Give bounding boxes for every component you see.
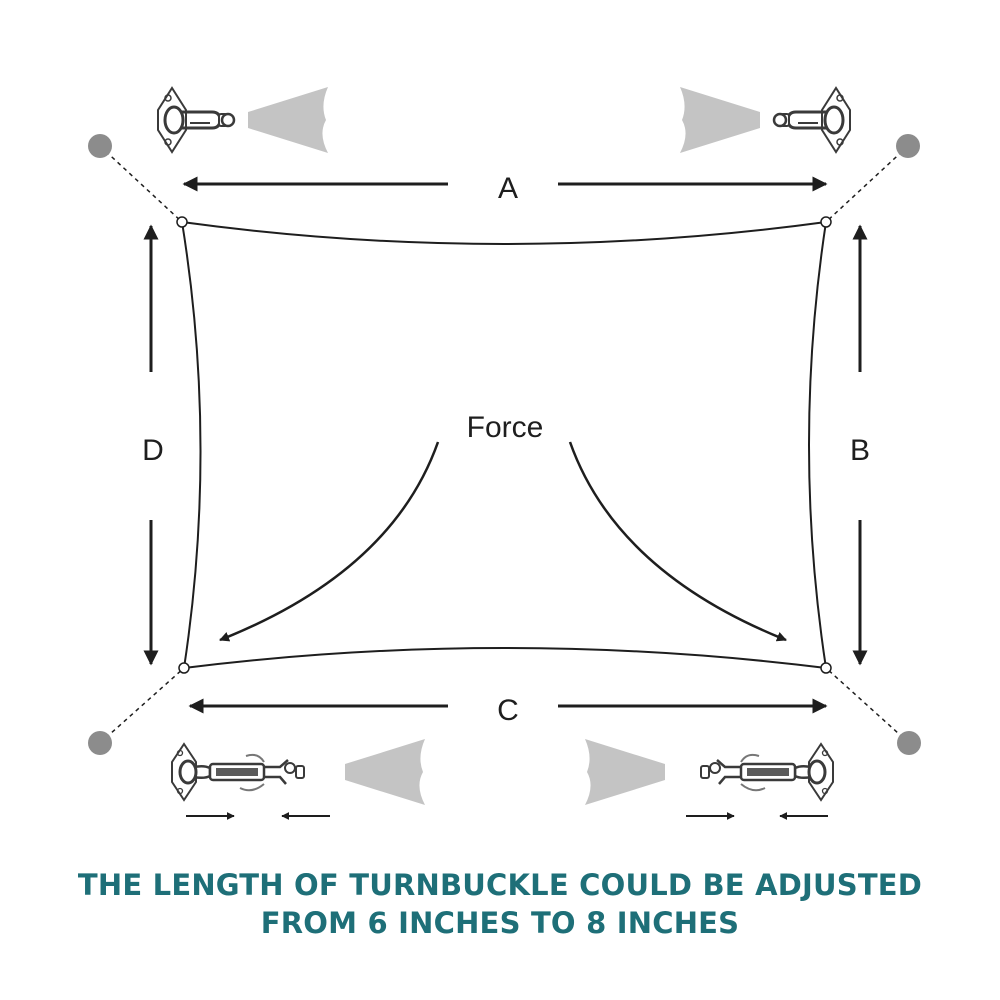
post-dot-icon <box>88 731 112 755</box>
sail-outline <box>180 220 828 670</box>
force-arrows <box>219 441 787 642</box>
fabric-tail <box>345 739 425 805</box>
force-label: Force <box>467 411 544 444</box>
side-label-a: A <box>498 172 518 205</box>
post-dot-icon <box>88 134 112 158</box>
fabric-tail <box>680 87 760 153</box>
side-label-d: D <box>142 434 164 467</box>
post-dot-icon <box>896 134 920 158</box>
pad-eye-turnbuckle-icon <box>699 742 835 802</box>
side-label-c: C <box>497 694 519 727</box>
dimension-arrows <box>143 176 868 714</box>
fabric-tail <box>248 87 328 153</box>
pad-eye-turnbuckle-icon <box>170 742 306 802</box>
fabric-tail <box>585 739 665 805</box>
side-label-b: B <box>850 434 870 467</box>
caption-line-1: THE LENGTH OF TURNBUCKLE COULD BE ADJUST… <box>77 868 923 902</box>
pad-eye-snap-hook-icon <box>772 86 852 154</box>
pad-eye-snap-hook-icon <box>156 86 236 154</box>
guy-lines <box>99 145 910 744</box>
post-dot-icon <box>897 731 921 755</box>
caption-line-2: FROM 6 INCHES TO 8 INCHES <box>260 906 740 940</box>
corner-rings <box>176 216 832 674</box>
